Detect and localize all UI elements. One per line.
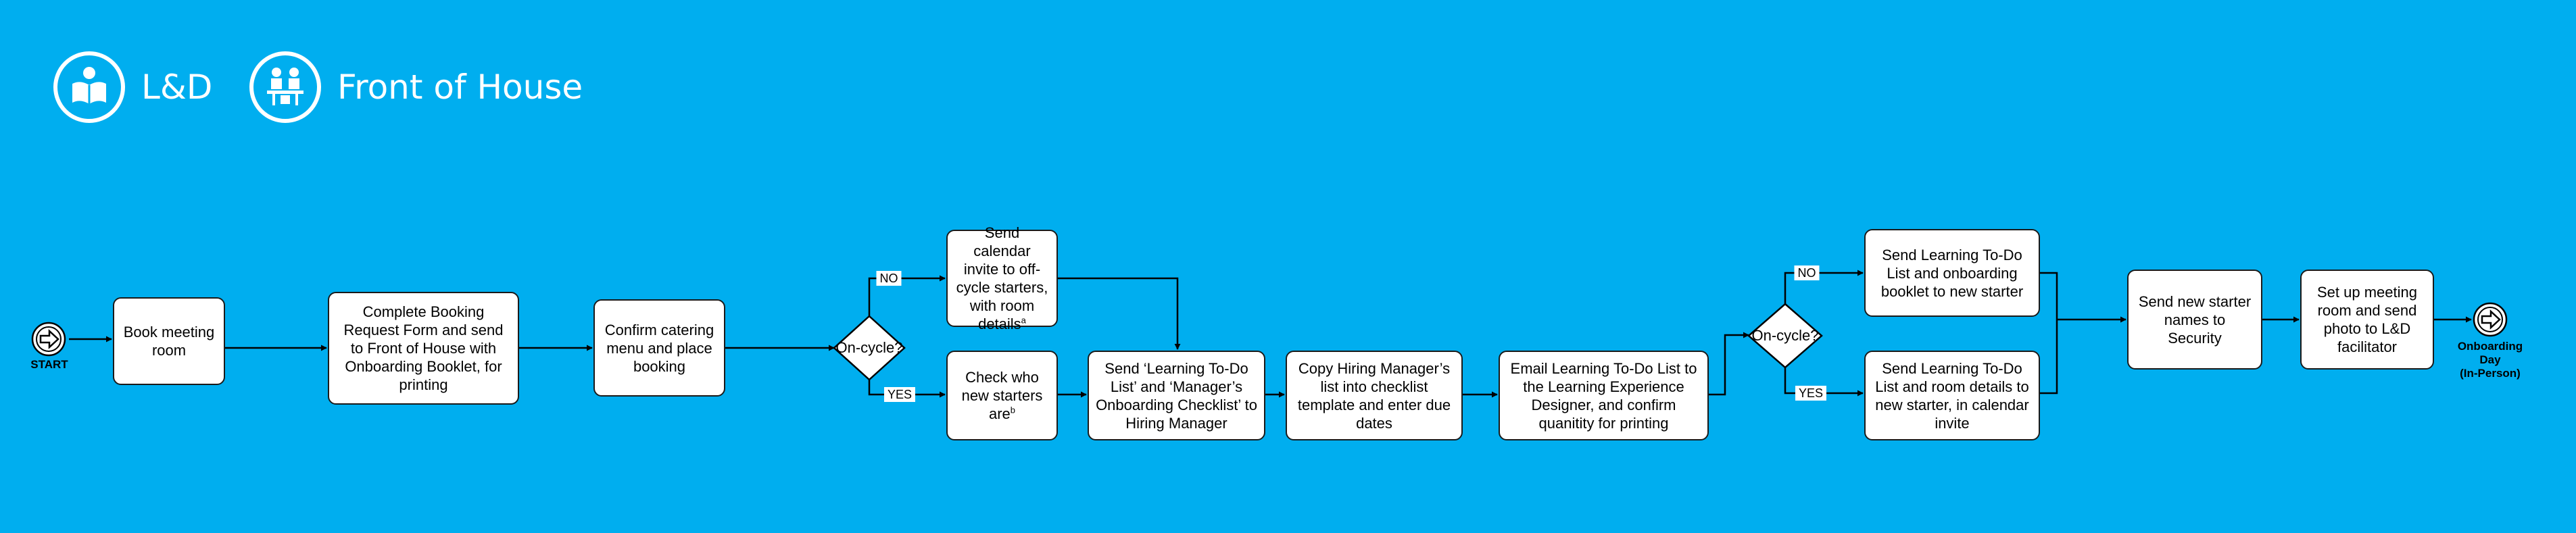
step-book-meeting-room: Book meeting room (113, 297, 225, 385)
decision-diamond-2 (1747, 303, 1823, 369)
end-terminal (2473, 302, 2508, 337)
end-arrow-icon (2481, 309, 2501, 330)
decision-label-on-cycle-2: On-cycle? (1751, 327, 1819, 344)
reading-person-icon (53, 51, 125, 123)
start-arrow-icon (39, 329, 59, 349)
edge-decision2-yes (1784, 367, 1864, 397)
decision-diamond-1 (833, 315, 906, 381)
step-copy-hiring-manager-list: Copy Hiring Manager’s list into checklis… (1286, 351, 1463, 440)
footnote-a: a (1021, 315, 1026, 326)
edge-decision1-yes (868, 380, 946, 398)
footnote-b: b (1010, 405, 1016, 415)
legend-item-front-of-house: Front of House (249, 51, 583, 123)
people-at-desk-icon (249, 51, 321, 123)
legend-label-front-of-house: Front of House (337, 68, 583, 107)
step-text: Send calendar invite to off-cycle starte… (956, 224, 1048, 332)
end-label-line: Onboarding (2457, 340, 2523, 353)
step-text: Send ‘Learning To-Do List’ and ‘Manager’… (1096, 359, 1257, 432)
step-send-learning-todo-list: Send ‘Learning To-Do List’ and ‘Manager’… (1088, 351, 1265, 440)
edge-decision2-no (1784, 270, 1864, 304)
start-label: START (30, 358, 68, 371)
edge-label-no-2: NO (1794, 265, 1820, 280)
step-send-names-to-security: Send new starter names to Security (2127, 270, 2262, 370)
step-text: Confirm catering menu and place booking (604, 321, 714, 375)
edge-label-yes-2: YES (1795, 386, 1827, 401)
step-set-up-meeting-room: Set up meeting room and send photo to L&… (2300, 270, 2434, 370)
step-text: Book meeting room (123, 324, 215, 359)
step-text: Send Learning To-Do List and room detail… (1875, 359, 2029, 432)
edge-calendar-to-send (1058, 277, 1181, 350)
step-text: Copy Hiring Manager’s list into checklis… (1297, 359, 1451, 432)
step-send-onboarding-booklet: Send Learning To-Do List and onboarding … (1864, 229, 2040, 317)
edge-label-no-1: NO (876, 271, 902, 286)
end-label: Onboarding Day (In-Person) (2450, 340, 2531, 380)
step-text: Set up meeting room and send photo to L&… (2317, 284, 2417, 355)
legend-item-l-and-d: L&D (53, 51, 212, 123)
decision-label-on-cycle-1: On-cycle? (835, 339, 903, 356)
end-label-line: Day (2479, 353, 2501, 366)
step-text: Check who new starters areb (961, 369, 1043, 422)
edge-merge-lower (2040, 320, 2058, 395)
end-label-line: (In-Person) (2460, 367, 2521, 380)
step-send-calendar-invite: Send calendar invite to off-cycle starte… (946, 224, 1058, 332)
edge-merge-upper (2040, 272, 2058, 320)
start-terminal (31, 322, 66, 357)
step-text: Email Learning To-Do List to the Learnin… (1510, 359, 1697, 432)
step-check-new-starters: Check who new starters areb (946, 351, 1058, 440)
legend-label-l-and-d: L&D (141, 68, 213, 107)
edge-label-yes-1: YES (883, 387, 916, 402)
step-text: Send new starter names to Security (2138, 293, 2252, 347)
step-text: Send Learning To-Do List and onboarding … (1880, 246, 2024, 300)
step-complete-booking-form: Complete Booking Request Form and send t… (328, 292, 519, 405)
edge-decision1-no (868, 275, 946, 316)
step-confirm-catering: Confirm catering menu and place booking (593, 299, 725, 397)
step-text: Complete Booking Request Form and send t… (343, 303, 504, 393)
edge-email-to-decision2 (1709, 332, 1749, 396)
step-send-room-details: Send Learning To-Do List and room detail… (1864, 351, 2040, 440)
step-email-learning-designer: Email Learning To-Do List to the Learnin… (1499, 351, 1709, 440)
